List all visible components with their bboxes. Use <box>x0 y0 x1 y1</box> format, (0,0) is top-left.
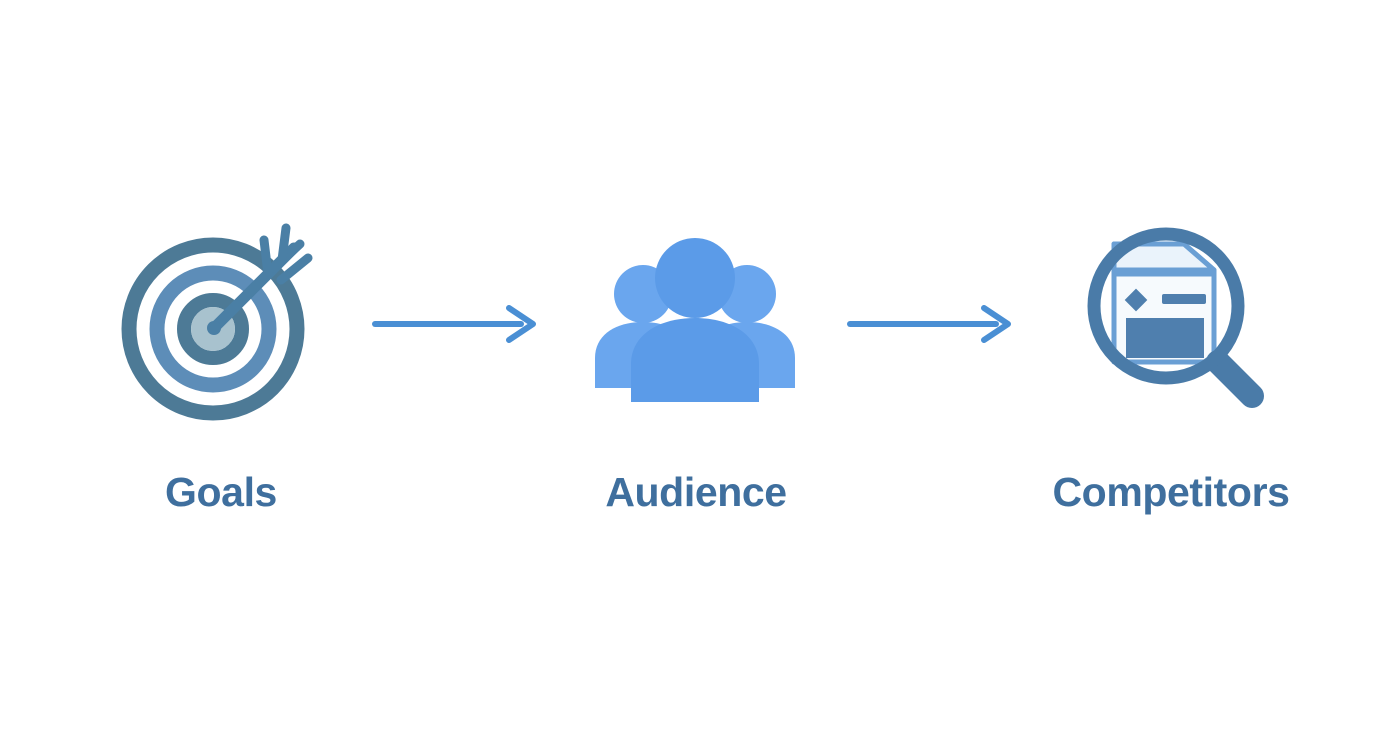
flow-step-competitors[interactable]: Competitors <box>1021 222 1321 513</box>
flow-step-label-audience: Audience <box>605 468 787 515</box>
flow-connector-1 <box>371 294 546 354</box>
arrow-right-icon <box>847 305 1011 343</box>
target-with-arrow-icon <box>116 222 326 422</box>
flow-connector-2 <box>846 294 1021 354</box>
people-group-icon <box>591 222 801 422</box>
flow-step-label-competitors: Competitors <box>1052 468 1290 515</box>
flow-row: Goals <box>71 222 1321 513</box>
flow-step-goals[interactable]: Goals <box>71 222 371 513</box>
flow-step-label-goals: Goals <box>165 468 277 515</box>
magnifier-over-document-icon <box>1066 222 1276 422</box>
document-glyph <box>1111 241 1217 364</box>
arrow-right-icon <box>372 305 536 343</box>
flow-step-audience[interactable]: Audience <box>546 222 846 513</box>
